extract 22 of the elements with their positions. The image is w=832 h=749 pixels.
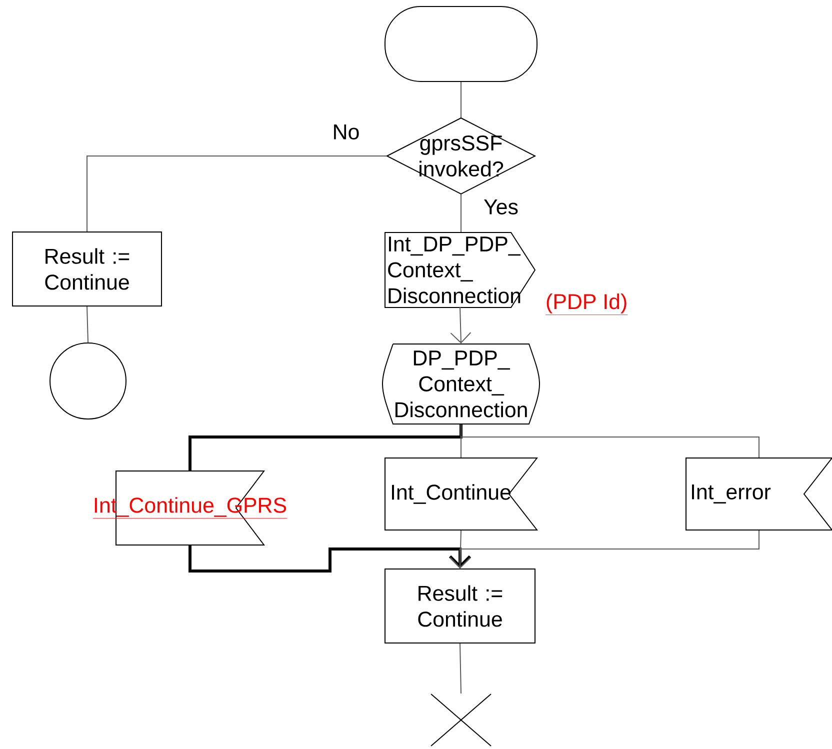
connector-line bbox=[86, 156, 387, 232]
flow-arrow bbox=[450, 530, 471, 568]
input-signal: Int_Continue bbox=[384, 458, 538, 530]
parameter-label: (PDP Id) bbox=[545, 293, 628, 316]
flow-arrow bbox=[188, 546, 472, 572]
edge-label: Yes bbox=[482, 198, 520, 216]
stop-symbol bbox=[430, 694, 492, 746]
start-terminal bbox=[384, 6, 538, 82]
input-signal: Int_error bbox=[686, 458, 832, 530]
connector-line bbox=[460, 82, 462, 118]
connector-circle bbox=[50, 342, 126, 420]
connector-line bbox=[460, 194, 462, 232]
flow-arrow bbox=[450, 530, 760, 568]
connector-line bbox=[460, 643, 462, 694]
connector-line bbox=[86, 306, 88, 343]
task-box: Result := Continue bbox=[384, 568, 536, 644]
state-box: DP_PDP_ Context_ Disconnection bbox=[382, 344, 540, 424]
connector-line bbox=[188, 424, 462, 470]
task-box: Result := Continue bbox=[12, 232, 162, 306]
connector-line bbox=[460, 424, 760, 458]
edge-label: No bbox=[331, 124, 361, 140]
flow-arrow bbox=[450, 306, 472, 344]
